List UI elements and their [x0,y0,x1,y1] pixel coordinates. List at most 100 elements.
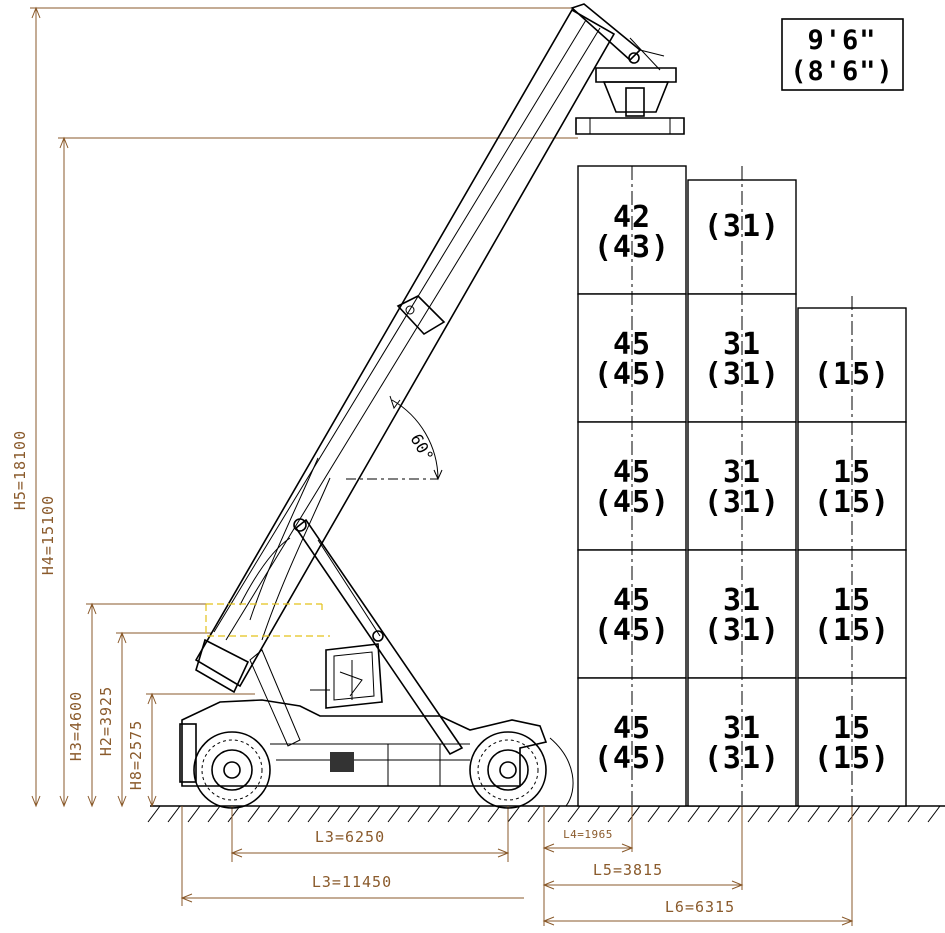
capacity-value-alt: (31) [704,741,780,776]
ground-hatch-line [487,805,501,823]
ground-hatch-line [627,805,641,823]
capacity-value: 45 [613,583,651,618]
ground-hatch-line [247,805,261,823]
dimension-h2: H2=3925 [97,631,212,808]
dimension-label-h3: H3=4600 [67,691,85,761]
ground-hatch-line [727,805,741,823]
ground-hatch-line [427,805,441,823]
spreader [570,3,685,135]
ground-hatch-line [367,805,381,823]
capacity-value-alt: (31) [704,485,780,520]
capacity-value: 31 [723,327,761,362]
dimension-h3: H3=4600 [67,602,206,808]
ground [147,805,945,823]
boom [194,8,616,694]
dimension-label-l6: L6=6315 [665,898,735,916]
ground-hatch-line [447,805,461,823]
ground-hatch-line [507,805,521,823]
dimension-label-wheelbase: L3=6250 [315,828,385,846]
container-height-primary: 9'6" [807,25,876,56]
container-stack-1 [577,165,687,807]
ground-hatch-line [407,805,421,823]
chassis [179,649,548,787]
ground-hatch-line [867,805,881,823]
dimension-label-l5: L5=3815 [593,861,663,879]
ground-hatch-line [347,805,361,823]
dimension-label-h8: H8=2575 [127,720,145,790]
ground-hatch-line [787,805,801,823]
ground-hatch-line [707,805,721,823]
dimension-overall-length: L3=11450 [180,873,524,903]
capacity-labels: 42 (43) (31) 45 (45) 31 (31) (15) 45 (45… [594,200,890,776]
capacity-value: 31 [723,711,761,746]
ground-hatch-line [567,805,581,823]
reach-stacker: 60° [179,3,685,809]
boom-angle-label: 60° [407,431,438,466]
dimension-label-h5: H5=18100 [11,430,29,510]
capacity-value: 15 [833,583,871,618]
container-stack-3 [797,296,907,807]
ground-hatch-line [747,805,761,823]
dimension-wheelbase: L3=6250 [230,828,510,858]
lift-cylinder [294,518,464,756]
ground-hatch-line [847,805,861,823]
capacity-value-alt: (45) [594,485,670,520]
capacity-value: 15 [833,455,871,490]
dimension-l5: L5=3815 [542,861,744,890]
container-stacks: 42 (43) (31) 45 (45) 31 (31) (15) 45 (45… [577,165,907,807]
lowered-boom-outline [205,603,330,637]
ground-hatch-line [227,805,241,823]
capacity-value-alt: (45) [594,741,670,776]
ground-hatch-line [907,805,921,823]
dimension-l6: L6=6315 [542,898,854,926]
dimension-label-h4: H4=15100 [39,495,57,575]
ground-hatch-line [327,805,341,823]
capacity-value-alt: (15) [814,357,890,392]
capacity-value-alt: (45) [594,357,670,392]
capacity-value-alt: (15) [814,485,890,520]
dimension-label-h2: H2=3925 [97,686,115,756]
container-height-alternate: (8'6") [790,56,894,87]
ground-hatch-line [287,805,301,823]
ground-hatch-line [887,805,901,823]
capacity-value: 31 [723,583,761,618]
ground-hatch-line [687,805,701,823]
boom-angle-indicator: 60° [346,395,443,481]
ground-hatch-line [647,805,661,823]
ground-hatch-line [167,805,181,823]
ground-hatch-line [147,805,161,823]
ground-hatch-line [207,805,221,823]
capacity-value: 45 [613,455,651,490]
ground-hatch-line [307,805,321,823]
container-stack-2 [687,166,797,807]
capacity-value-alt: (31) [704,209,780,244]
ground-hatch-line [467,805,481,823]
capacity-value: 45 [613,327,651,362]
front-wheel [469,731,547,809]
capacity-value-alt: (15) [814,741,890,776]
capacity-value-alt: (45) [594,613,670,648]
ground-hatch-line [587,805,601,823]
ground-hatch-line [927,805,941,823]
ground-hatch-line [827,805,841,823]
ground-hatch-line [187,805,201,823]
cabin [325,643,383,709]
dimension-h5: H5=18100 [11,6,572,808]
rear-wheel [193,731,271,809]
dimension-h4: H4=15100 [39,136,578,808]
ground-hatch-line [607,805,621,823]
vertical-dimensions: H5=18100 H4=15100 H3=4600 H2=3925 [11,6,578,808]
ground-hatch-line [267,805,281,823]
ground-hatch-line [387,805,401,823]
clearance-arc [549,737,574,807]
container-height-label: 9'6" (8'6") [781,18,904,91]
capacity-value: 15 [833,711,871,746]
capacity-value: 31 [723,455,761,490]
dimension-label-overall: L3=11450 [312,873,392,891]
capacity-value-alt: (43) [594,230,670,265]
capacity-value-alt: (31) [704,357,780,392]
ground-hatch-line [807,805,821,823]
dimension-l4: L4=1965 [542,828,634,853]
capacity-value-alt: (15) [814,613,890,648]
